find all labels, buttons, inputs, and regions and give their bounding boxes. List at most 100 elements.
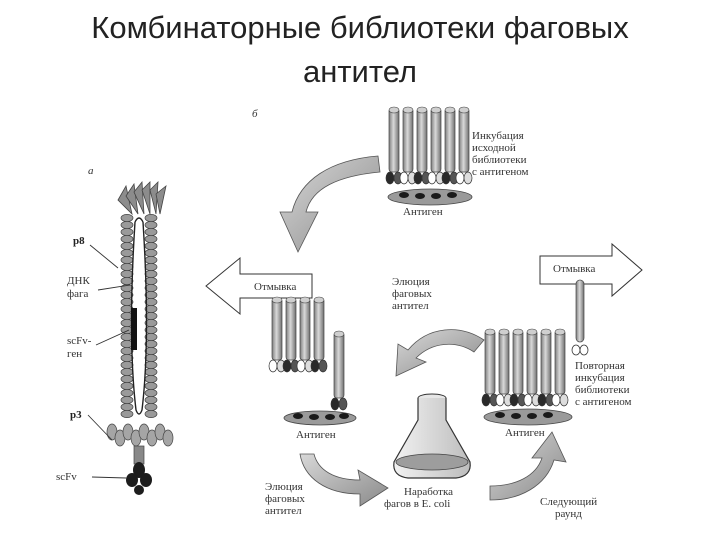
label-p3: p3 [70, 409, 82, 421]
phage-cap [416, 106, 428, 114]
phage-tail [559, 393, 569, 407]
coat-bead [144, 375, 158, 383]
coat-bead [120, 270, 134, 278]
phage-rod [285, 297, 297, 361]
curved-arrow-top [279, 155, 381, 253]
phage-rod [430, 107, 442, 173]
phage-cap [484, 328, 496, 336]
phage-tail [495, 393, 505, 407]
elution-bottom-line-1: Элюция [265, 481, 303, 493]
slide-title: Комбинаторные библиотеки фаговых антител [0, 6, 720, 94]
curved-arrow-mid [395, 329, 485, 377]
phage-tail [330, 397, 340, 411]
scfv-molecule [126, 462, 152, 495]
phage-rod [512, 329, 524, 395]
phage-cap [285, 296, 297, 304]
coat-bead [120, 249, 134, 257]
coat-bead [120, 368, 134, 376]
incubation-line-4: с антигеном [472, 166, 529, 178]
phage-cap [540, 328, 552, 336]
phage-tail [385, 171, 395, 185]
phage-rod [416, 107, 428, 173]
phage-rod [271, 297, 283, 361]
incubation-line-2: исходной [472, 142, 516, 154]
label-wash-left: Отмывка [254, 281, 296, 293]
p3-protein [162, 429, 174, 447]
incubation-line-3: библиотеки [472, 154, 527, 166]
phage-rod [402, 107, 414, 173]
phage-cap [388, 106, 400, 114]
panel-a-phage: а [56, 165, 174, 495]
title-line-1: Комбинаторные библиотеки фаговых [91, 10, 629, 45]
phage-tail [523, 393, 533, 407]
curved-arrow-bottom-left [299, 453, 389, 507]
phage-coat-left [120, 214, 134, 418]
coat-bead [144, 270, 158, 278]
phage-tail [399, 171, 409, 185]
phage-tail [537, 393, 547, 407]
label-scfv-gene-1: scFv- [67, 335, 92, 347]
released-phage [575, 279, 585, 343]
phage-group-bound [330, 330, 348, 411]
coat-bead [120, 389, 134, 397]
coat-bead [120, 277, 134, 285]
phage-tail [455, 171, 465, 185]
phage-tail [463, 171, 473, 185]
phage-cap [299, 296, 311, 304]
released-phage-tail [571, 344, 589, 356]
phage-tail [318, 359, 328, 373]
phage-tail [413, 171, 423, 185]
coat-bead [144, 256, 158, 264]
coat-bead [144, 361, 158, 369]
title-line-2: антител [302, 54, 418, 89]
elution-mid-line-2: фаговых [392, 288, 432, 300]
phage-tail [338, 397, 348, 411]
phage-rod [299, 297, 311, 361]
phage-cap [512, 328, 524, 336]
coat-bead [120, 235, 134, 243]
coat-bead [120, 396, 134, 404]
phage-coat-right [144, 214, 158, 418]
scfv-gene-segment [131, 308, 137, 350]
phage-bottom-fan [106, 423, 174, 465]
phage-rod [498, 329, 510, 395]
curved-arrow-bottom-right [489, 431, 567, 501]
wash-arrow-right [539, 242, 643, 298]
coat-bead [144, 228, 158, 236]
coat-bead [120, 375, 134, 383]
coat-bead [144, 354, 158, 362]
phage-tail [310, 359, 320, 373]
coat-bead [144, 382, 158, 390]
phage-rod [333, 331, 345, 399]
phage-cap [554, 328, 566, 336]
coat-bead [120, 214, 134, 222]
phage-tail [481, 393, 491, 407]
coat-bead [144, 277, 158, 285]
phage-tail [282, 359, 292, 373]
coat-bead [144, 368, 158, 376]
label-p8: p8 [73, 235, 85, 247]
coat-bead [144, 403, 158, 411]
phage-tail [441, 171, 451, 185]
coat-bead [144, 214, 158, 222]
repeat-line-2: инкубация [575, 372, 625, 384]
coat-bead [120, 361, 134, 369]
elution-bottom-line-3: антител [265, 505, 302, 517]
coat-bead [144, 396, 158, 404]
phage-cap [430, 106, 442, 114]
phage-tail [268, 359, 278, 373]
panel-a-letter: а [88, 165, 94, 177]
coat-bead [120, 221, 134, 229]
label-antigen-right: Антиген [505, 427, 545, 439]
phage-cap [498, 328, 510, 336]
production-line-1: Наработка [404, 486, 453, 498]
phage-rod [554, 329, 566, 395]
wash-arrow-left [205, 256, 313, 316]
label-dna-2: фага [67, 288, 89, 300]
phage-top-fan [117, 180, 167, 216]
coat-bead [144, 235, 158, 243]
label-dna-1: ДНК [67, 275, 90, 287]
phage-rod [444, 107, 456, 173]
next-round-line-2: раунд [555, 508, 582, 520]
panel-b-letter: б [252, 108, 258, 120]
